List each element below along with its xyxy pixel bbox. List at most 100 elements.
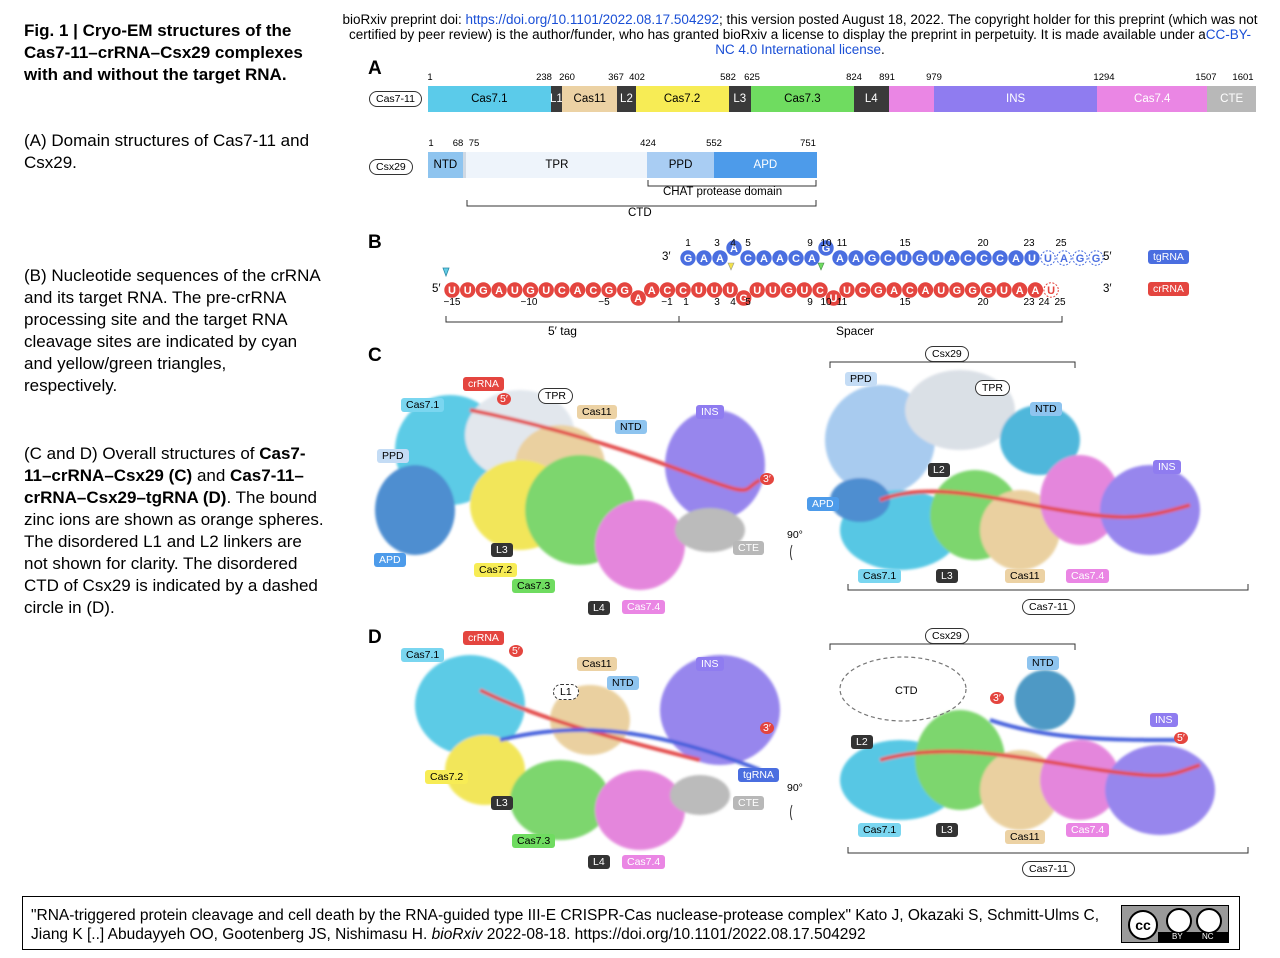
structure-label-ntd: NTD bbox=[1027, 656, 1059, 670]
nucleotide-letter: U bbox=[932, 253, 940, 265]
residue-number: 552 bbox=[706, 138, 722, 149]
nucleotide-letter: U bbox=[695, 285, 703, 297]
license-link[interactable]: CC-BY-NC 4.0 International license bbox=[715, 27, 1251, 57]
residue-number: 238 bbox=[536, 72, 552, 83]
nucleotide-letter: U bbox=[1044, 253, 1052, 265]
spacer-label: Spacer bbox=[836, 324, 875, 338]
cr-3prime: 3′ bbox=[1103, 283, 1112, 295]
structure-d-side bbox=[840, 670, 1215, 835]
structure-label-l1: L1 bbox=[553, 684, 579, 700]
structure-label-3-: 3′ bbox=[760, 473, 774, 485]
nucleotide bbox=[949, 282, 965, 298]
position-number: 11 bbox=[836, 297, 848, 308]
position-number: 20 bbox=[977, 238, 989, 249]
nucleotide-letter: U bbox=[1000, 285, 1008, 297]
nucleotide bbox=[696, 250, 712, 266]
nucleotide bbox=[902, 282, 918, 298]
nucleotide-letter: G bbox=[868, 253, 877, 265]
by-text: BY bbox=[1172, 932, 1183, 941]
structure-label-cte: CTE bbox=[733, 796, 764, 810]
structure-label-cte: CTE bbox=[733, 541, 764, 555]
nucleotide bbox=[675, 282, 691, 298]
nucleotide bbox=[928, 250, 944, 266]
figure-title: Fig. 1 | Cryo-EM structures of the Cas7-… bbox=[24, 21, 303, 84]
caption-a: (A) Domain structures of Cas7-11 and Csx… bbox=[24, 131, 310, 172]
domain-l1: L1 bbox=[550, 86, 563, 112]
cleavage-site-green bbox=[817, 262, 825, 271]
nucleotide-letter: A bbox=[890, 285, 898, 297]
nucleotide-letter: A bbox=[922, 285, 930, 297]
structure-c-front bbox=[375, 390, 765, 590]
position-number: 25 bbox=[1055, 238, 1067, 249]
caption-cd-and: and bbox=[196, 466, 226, 485]
position-number: −10 bbox=[520, 297, 538, 308]
rotation-label: 90° bbox=[787, 529, 803, 541]
residue-number: 751 bbox=[800, 138, 816, 149]
position-number: 11 bbox=[836, 238, 848, 249]
cr-5prime: 5′ bbox=[432, 283, 441, 295]
nucleotide-letter: G bbox=[620, 285, 629, 297]
nucleotide bbox=[475, 282, 492, 298]
nucleotide bbox=[992, 250, 1008, 266]
cas711-bracket-c bbox=[847, 584, 1249, 591]
citation-journal: bioRxiv bbox=[431, 926, 483, 943]
structure-label-tgrna: tgRNA bbox=[738, 768, 779, 782]
csx29-bracket-c bbox=[829, 361, 1076, 368]
residue-number: 1 bbox=[428, 138, 434, 149]
nucleotide-letter: U bbox=[800, 285, 808, 297]
domain-apd: APD bbox=[713, 152, 817, 178]
ctd-dashed-circle bbox=[839, 656, 967, 722]
nucleotide-letter: G bbox=[916, 253, 925, 265]
nucleotide-letter: U bbox=[769, 285, 777, 297]
nucleotide bbox=[554, 282, 570, 298]
position-number: 23 bbox=[1023, 297, 1035, 308]
csx29-label: Csx29 bbox=[369, 159, 413, 175]
structure-d-front bbox=[415, 655, 780, 850]
position-number: 1 bbox=[683, 297, 689, 308]
structure-label-ntd: NTD bbox=[615, 420, 647, 434]
domain-ntd: NTD bbox=[428, 152, 463, 178]
nucleotide bbox=[1008, 250, 1024, 266]
structure-c-side bbox=[825, 370, 1200, 570]
structure-label-cas11: Cas11 bbox=[577, 657, 617, 671]
residue-number: 1294 bbox=[1093, 72, 1115, 83]
preprint-text: bioRxiv preprint doi: bbox=[342, 12, 466, 27]
position-number: 3 bbox=[714, 297, 720, 308]
nucleotide bbox=[886, 282, 902, 298]
nucleotide bbox=[706, 282, 723, 298]
nucleotide bbox=[538, 282, 554, 298]
nucleotide bbox=[996, 282, 1012, 298]
citation-doi: 2022-08-18. https://doi.org/10.1101/2022… bbox=[482, 926, 866, 943]
doi-link[interactable]: https://doi.org/10.1101/2022.08.17.50429… bbox=[465, 12, 719, 27]
nucleotide bbox=[917, 282, 934, 298]
preprint-text-2: ; this version posted August 18, 2022. T… bbox=[349, 12, 1258, 42]
cc-license-badge[interactable]: cc BY NC bbox=[1121, 905, 1229, 943]
nucleotide bbox=[491, 282, 507, 298]
domain-cas11: Cas11 bbox=[562, 86, 618, 112]
nucleotide-letter: G bbox=[684, 253, 693, 265]
nucleotide-letter: C bbox=[859, 285, 867, 297]
nucleotide bbox=[933, 282, 949, 298]
position-number: −1 bbox=[661, 297, 673, 308]
nucleotide bbox=[691, 282, 707, 298]
chat-domain-label: CHAT protease domain bbox=[663, 186, 783, 198]
caption-cd-d: Cas7-11–crRNA–Csx29–tgRNA (D) bbox=[24, 466, 304, 507]
structure-label-3-: 3′ bbox=[990, 692, 1004, 704]
nucleotide bbox=[726, 240, 742, 256]
nucleotide bbox=[960, 250, 976, 266]
domain-l3: L3 bbox=[728, 86, 751, 112]
nucleotide-letter: A bbox=[852, 253, 860, 265]
nucleotide-letter: C bbox=[816, 285, 824, 297]
nucleotide-letter: C bbox=[663, 285, 671, 297]
structure-label-ppd: PPD bbox=[377, 449, 409, 463]
position-number: 9 bbox=[807, 238, 813, 249]
nucleotide bbox=[1012, 282, 1028, 298]
nucleotide-letter: U bbox=[937, 285, 945, 297]
structure-label-ppd: PPD bbox=[845, 372, 877, 386]
preprint-end: . bbox=[881, 42, 885, 57]
position-number: 20 bbox=[977, 297, 989, 308]
nucleotide bbox=[644, 282, 660, 298]
